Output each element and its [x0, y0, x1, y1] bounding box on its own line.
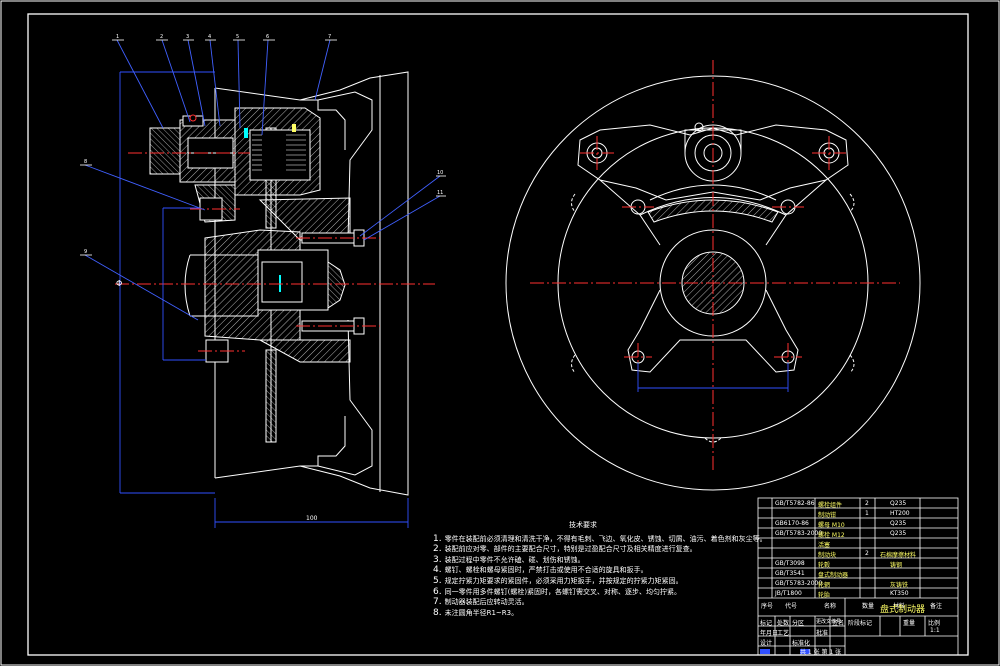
bom-row-9-mat: 灰铸铁 [890, 582, 909, 589]
bom-row-2-mat: HT200 [890, 510, 910, 517]
bom-row-7-code: GB/T3098 [775, 560, 805, 567]
balloon-2: 2 [160, 34, 163, 40]
bom-row-3-name: 螺母 M10 [818, 522, 845, 529]
tb-label-stage: 阶段标记 [848, 620, 873, 627]
bom-row-4-code: GB/T5783-2000 [775, 530, 823, 537]
note-line: 3.装配过程中零件不允许磕、碰、划伤和锈蚀。 [433, 554, 585, 565]
piston-housing [149, 127, 181, 175]
section-view [149, 71, 409, 496]
bom-row-6-mat: 石棉摩擦材料 [880, 552, 917, 559]
bom-row-7-name: 轮毂 [818, 562, 831, 569]
bom-header-mat: 材料 [893, 603, 906, 610]
inner-frame [27, 13, 969, 656]
balloon-9: 9 [84, 249, 87, 255]
tb-label-process: 工艺 [777, 630, 790, 637]
balloon-5: 5 [236, 34, 239, 40]
note-line: 8.未注圆角半径R1~R3。 [433, 607, 519, 618]
bom-row-2-name: 制动钳 [818, 512, 837, 519]
bom-header-name: 名称 [824, 603, 837, 610]
note-line: 5.规定拧紧力矩要求的紧固件，必须采用力矩扳手，并按规定的拧紧力矩紧固。 [433, 575, 683, 586]
bom-row-1-code: GB/T5782-86 [775, 500, 815, 507]
note-line: 2.装配前应对零、部件的主要配合尺寸，特别是过盈配合尺寸及相关精度进行复查。 [433, 544, 697, 555]
bom-header-qty: 数量 [862, 603, 875, 610]
balloon-1: 1 [116, 34, 119, 40]
tb-label-approve: 批准 [816, 630, 829, 637]
bom-row-1-mat: Q235 [890, 500, 907, 507]
balloon-7: 7 [328, 34, 331, 40]
drawing-title: 盘式制动器 [880, 605, 926, 615]
bom-row-3-code: GB6170-86 [775, 520, 809, 527]
bom-row-10-name: 轮辋 [818, 582, 831, 589]
balloon-8: 8 [84, 159, 87, 165]
caliper-outline [577, 124, 849, 201]
note-line: 6.同一零件用多件螺钉(螺栓)紧固时，各螺钉需交叉、对称、逐步、均匀拧紧。 [433, 586, 682, 597]
bom-row-2-qty: 1 [865, 510, 869, 517]
section-centerlines [115, 152, 435, 352]
title-block-grid [757, 497, 959, 656]
drawing-scale: 1:1 [930, 627, 940, 634]
bom-row-8-code: GB/T3541 [775, 570, 805, 577]
leader-lines [84, 39, 441, 321]
note-line: 4.螺钉、螺栓和螺母紧固时，严禁打击或使用不合适的旋具和扳手。 [433, 565, 648, 576]
drawing-sheet: 共 1 张 第 1 张 [800, 649, 842, 656]
bom-row-6-name: 制动块 [818, 552, 837, 559]
bom-header-note: 备注 [930, 603, 943, 610]
balloon-3: 3 [186, 34, 189, 40]
tb-label-zone: 分区 [792, 620, 805, 627]
technical-requirements: 技术要求 1.零件在装配前必须清理和清洗干净，不得有毛刺、飞边、氧化皮、锈蚀、切… [433, 520, 767, 618]
bom-row-5-name: 活塞 [818, 542, 831, 549]
balloon-4: 4 [208, 34, 211, 40]
bom-row-4-name: 螺栓 M12 [818, 532, 845, 539]
balloon-10: 10 [437, 170, 443, 176]
balloon-6: 6 [266, 34, 269, 40]
dim-left-height: Φ [116, 279, 122, 288]
note-line: 7.制动器装配后应转动灵活。 [433, 597, 529, 608]
bom-row-11-code: JB/T1800 [775, 590, 802, 597]
tb-label-date: 年月日 [760, 630, 779, 637]
balloon-11: 11 [437, 190, 443, 196]
tb-label-mark: 标记 [760, 620, 773, 627]
tb-label-count: 处数 [777, 620, 790, 627]
leader-balloon-ticks [80, 39, 446, 256]
tb-label-signature: 签名 [832, 620, 845, 627]
tb-label-ratio: 比例 [928, 620, 941, 627]
front-dimension [637, 363, 789, 392]
bom-row-11-name: 轮胎 [818, 592, 831, 599]
tb-label-change-doc: 更改文件号 [816, 619, 842, 625]
bom-row-11-mat: KT350 [890, 590, 909, 597]
tb-label-standard: 标准化 [792, 640, 811, 647]
bom-row-3-mat: Q235 [890, 520, 907, 527]
bom-row-7-mat: 铸钢 [890, 562, 903, 569]
notes-title: 技术要求 [569, 521, 597, 529]
mounting-bracket [627, 289, 799, 373]
dimensions [119, 71, 409, 528]
tb-label-weight: 重量 [903, 620, 916, 627]
bom-row-1-qty: 2 [865, 500, 869, 507]
bom-row-1-name: 螺栓组件 [818, 502, 843, 509]
dim-bottom-width: 100 [306, 515, 318, 522]
bom-row-4-mat: Q235 [890, 530, 907, 537]
bom-row-10-code: GB/T5783-2000 [775, 580, 823, 587]
bom-row-6-qty: 2 [865, 550, 869, 557]
bom-header-code: 代号 [785, 603, 798, 610]
title-block-blue-marks [760, 649, 810, 654]
tire-outer-circle [505, 75, 921, 491]
tb-label-design: 设计 [760, 640, 773, 647]
note-line: 1.零件在装配前必须清理和清洗干净，不得有毛刺、飞边、氧化皮、锈蚀、切屑、油污、… [433, 533, 767, 544]
bom-row-8-name: 盘式制动器 [818, 572, 849, 579]
bom-header-seq: 序号 [761, 603, 774, 610]
balloon-labels: 1 2 3 4 5 6 7 8 9 10 11 [84, 34, 443, 255]
